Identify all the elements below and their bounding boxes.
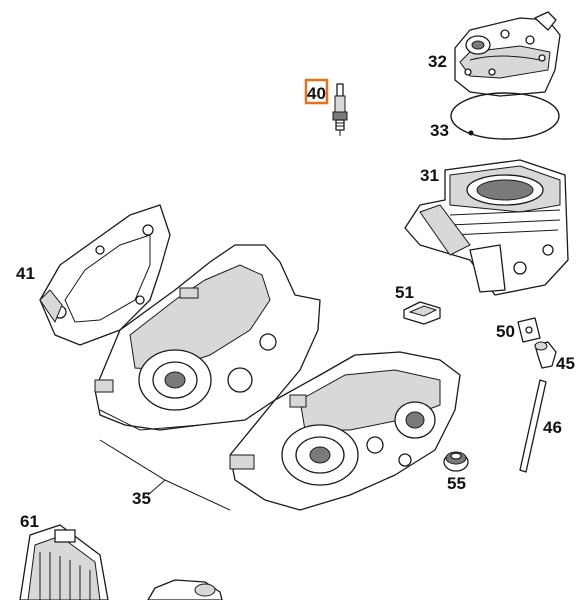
bracket-part[interactable] [403, 301, 441, 325]
label-33[interactable]: 33 [430, 121, 449, 140]
label-32[interactable]: 32 [428, 52, 447, 71]
pump-housing-part[interactable] [147, 579, 223, 600]
head-gasket-part[interactable] [450, 92, 560, 140]
label-46[interactable]: 46 [543, 418, 562, 437]
label-51[interactable]: 51 [395, 283, 414, 302]
elbow-fitting-part[interactable] [534, 341, 557, 369]
hose-part[interactable] [519, 379, 547, 473]
radiator-part[interactable] [19, 524, 109, 600]
crankcase-part[interactable] [94, 244, 461, 511]
label-41[interactable]: 41 [16, 264, 35, 283]
plate-part[interactable] [517, 317, 541, 343]
label-40-highlight-box [304, 78, 329, 105]
label-31[interactable]: 31 [420, 166, 439, 185]
cylinder-part[interactable] [404, 159, 569, 296]
label-40[interactable]: 40 [307, 84, 326, 103]
label-55[interactable]: 55 [447, 474, 466, 493]
label-61[interactable]: 61 [20, 512, 39, 531]
clutch-cover-gasket-part[interactable] [39, 204, 171, 346]
spark-plug-part[interactable] [332, 83, 348, 136]
label-45[interactable]: 45 [556, 354, 575, 373]
cylinder-head-part[interactable] [454, 11, 561, 97]
label-50[interactable]: 50 [496, 322, 515, 341]
bushing-part[interactable] [443, 451, 469, 472]
label-35[interactable]: 35 [132, 489, 151, 508]
